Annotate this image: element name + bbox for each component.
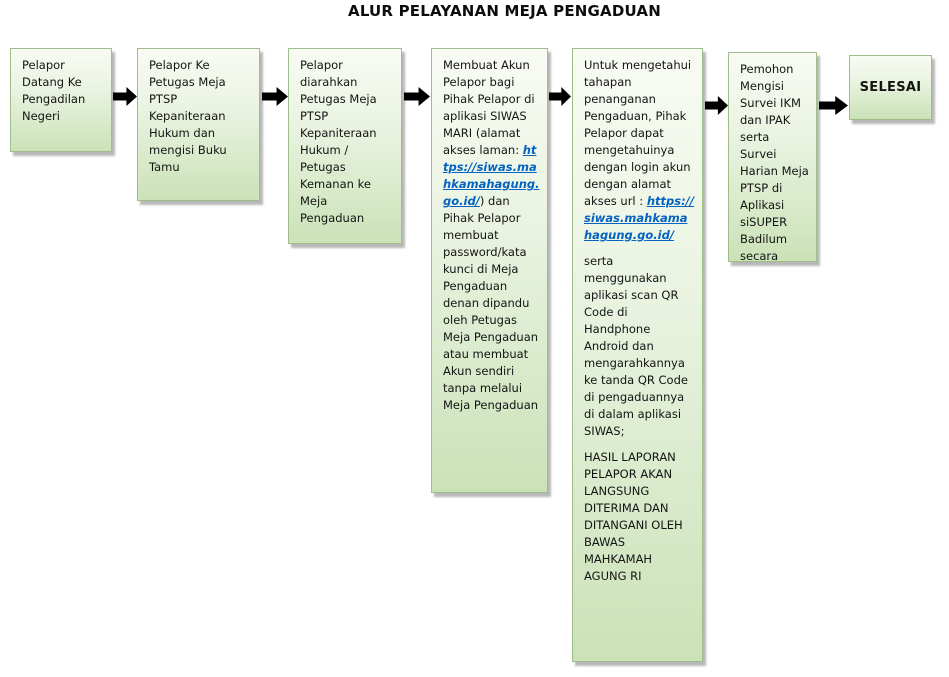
flow-step-tahapan-penanganan: Untuk mengetahui tahapan penanganan Peng… <box>572 48 703 662</box>
flow-step-survei-ikm-ipak: Pemohon Mengisi Survei IKM dan IPAK sert… <box>728 52 817 262</box>
flow-arrow-right-icon <box>262 87 288 106</box>
flow-step-text: ) dan Pihak Pelapor membuat password/kat… <box>443 194 539 412</box>
flow-step-label: Pelapor Datang Ke Pengadilan Negeri <box>22 58 86 123</box>
flow-step-label: Pelapor diarahkan Petugas Meja PTSP Kepa… <box>300 58 377 225</box>
flow-arrow-right-icon <box>113 87 137 106</box>
flow-step-text: serta menggunakan aplikasi scan QR Code … <box>584 254 688 438</box>
flow-step-diarahkan-meja-pengaduan: Pelapor diarahkan Petugas Meja PTSP Kepa… <box>288 48 402 244</box>
flow-step-pelapor-datang: Pelapor Datang Ke Pengadilan Negeri <box>10 48 112 152</box>
flow-step-label: Pemohon Mengisi Survei IKM dan IPAK sert… <box>740 62 809 262</box>
flow-arrow-right-icon <box>819 96 848 115</box>
flow-arrow-right-icon <box>705 96 728 115</box>
flow-step-membuat-akun-siwas: Membuat Akun Pelapor bagi Pihak Pelapor … <box>431 48 548 493</box>
flow-step-petugas-ptsp: Pelapor Ke Petugas Meja PTSP Kepaniteraa… <box>137 48 260 201</box>
flow-step-selesai: SELESAI <box>849 55 932 120</box>
flow-arrow-right-icon <box>549 87 571 106</box>
flow-step-text: Membuat Akun Pelapor bagi Pihak Pelapor … <box>443 58 535 157</box>
flow-step-text: Untuk mengetahui tahapan penanganan Peng… <box>584 58 692 208</box>
siwas-link[interactable]: https://siwas.mahkamahagung.go.id/ <box>584 194 695 242</box>
flow-step-label: SELESAI <box>859 80 922 95</box>
siwas-link[interactable]: https://siwas.mahkamahagung.go.id/ <box>443 143 540 208</box>
flow-step-label: Pelapor Ke Petugas Meja PTSP Kepaniteraa… <box>149 58 227 174</box>
flow-step-text-hasil-laporan: HASIL LAPORAN PELAPOR AKAN LANGSUNG DITE… <box>584 450 683 583</box>
flow-arrow-right-icon <box>404 87 430 106</box>
page-title: ALUR PELAYANAN MEJA PENGADUAN <box>348 2 661 20</box>
